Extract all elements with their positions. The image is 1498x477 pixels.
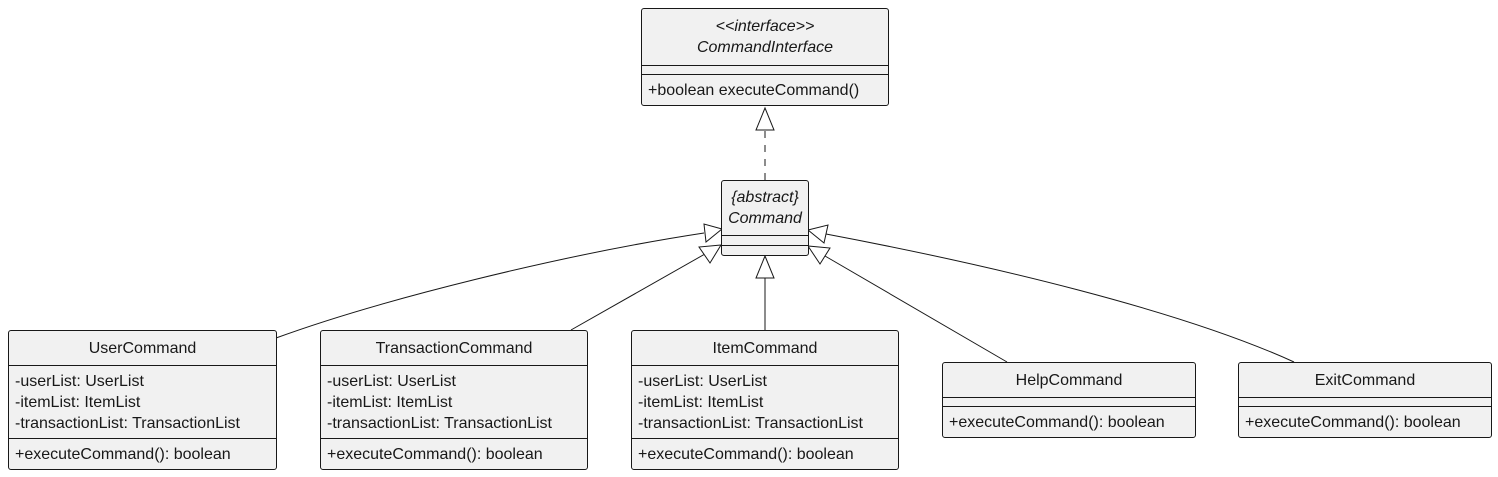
realization-arrowhead bbox=[755, 106, 775, 131]
method: +executeCommand(): boolean bbox=[15, 446, 231, 463]
command-interface-class[interactable]: <<interface>> CommandInterface +boolean … bbox=[641, 8, 889, 106]
class-stereotype: <<interface>> bbox=[715, 18, 815, 35]
field: -transactionList: TransactionList bbox=[638, 415, 863, 432]
class-name: TransactionCommand bbox=[375, 340, 533, 357]
class-header: {abstract} Command bbox=[722, 181, 808, 235]
generalization-arrowhead-help bbox=[807, 245, 831, 265]
field: -userList: UserList bbox=[15, 373, 144, 390]
class-name: Command bbox=[728, 210, 802, 227]
user-command-class[interactable]: UserCommand -userList: UserList -itemLis… bbox=[8, 330, 277, 470]
class-stereotype: {abstract} bbox=[731, 189, 799, 206]
class-header: <<interface>> CommandInterface bbox=[642, 9, 888, 65]
method: +executeCommand(): boolean bbox=[949, 414, 1165, 431]
fields-section bbox=[943, 397, 1195, 406]
fields-section bbox=[1239, 397, 1491, 406]
methods-section: +boolean executeCommand() bbox=[642, 74, 888, 105]
methods-section bbox=[722, 245, 808, 255]
methods-section: +executeCommand(): boolean bbox=[321, 438, 587, 469]
fields-section: -userList: UserList -itemList: ItemList … bbox=[321, 365, 587, 438]
generalization-edge-exit bbox=[825, 233, 1295, 363]
field: -transactionList: TransactionList bbox=[15, 415, 240, 432]
method: +executeCommand(): boolean bbox=[638, 446, 854, 463]
method: +boolean executeCommand() bbox=[648, 82, 860, 99]
command-class[interactable]: {abstract} Command bbox=[721, 180, 809, 256]
transaction-command-class[interactable]: TransactionCommand -userList: UserList -… bbox=[320, 330, 588, 470]
generalization-edge-user bbox=[275, 232, 705, 339]
methods-section: +executeCommand(): boolean bbox=[943, 406, 1195, 437]
fields-section bbox=[722, 235, 808, 245]
methods-section: +executeCommand(): boolean bbox=[632, 438, 898, 469]
field: -userList: UserList bbox=[638, 373, 767, 390]
method: +executeCommand(): boolean bbox=[327, 446, 543, 463]
class-name: ExitCommand bbox=[1314, 372, 1416, 389]
generalization-edge-transaction bbox=[570, 253, 706, 331]
field: -itemList: ItemList bbox=[638, 394, 764, 411]
generalization-arrowhead-exit bbox=[806, 224, 829, 244]
fields-section: -userList: UserList -itemList: ItemList … bbox=[632, 365, 898, 438]
class-name: ItemCommand bbox=[712, 340, 818, 357]
fields-section: -userList: UserList -itemList: ItemList … bbox=[9, 365, 276, 438]
methods-section: +executeCommand(): boolean bbox=[1239, 406, 1491, 437]
generalization-arrowhead-user bbox=[703, 223, 724, 243]
generalization-edge-help bbox=[824, 255, 1008, 363]
fields-section bbox=[642, 65, 888, 74]
field: -itemList: ItemList bbox=[15, 394, 141, 411]
field: -itemList: ItemList bbox=[327, 394, 453, 411]
help-command-class[interactable]: HelpCommand +executeCommand(): boolean bbox=[942, 362, 1196, 438]
class-name: HelpCommand bbox=[1015, 372, 1123, 389]
exit-command-class[interactable]: ExitCommand +executeCommand(): boolean bbox=[1238, 362, 1492, 438]
method: +executeCommand(): boolean bbox=[1245, 414, 1461, 431]
generalization-arrowhead-transaction bbox=[698, 244, 722, 264]
class-name: CommandInterface bbox=[696, 39, 834, 56]
class-name: UserCommand bbox=[88, 340, 197, 357]
field: -transactionList: TransactionList bbox=[327, 415, 552, 432]
field: -userList: UserList bbox=[327, 373, 456, 390]
methods-section: +executeCommand(): boolean bbox=[9, 438, 276, 469]
generalization-arrowhead-item bbox=[755, 254, 775, 279]
item-command-class[interactable]: ItemCommand -userList: UserList -itemLis… bbox=[631, 330, 899, 470]
